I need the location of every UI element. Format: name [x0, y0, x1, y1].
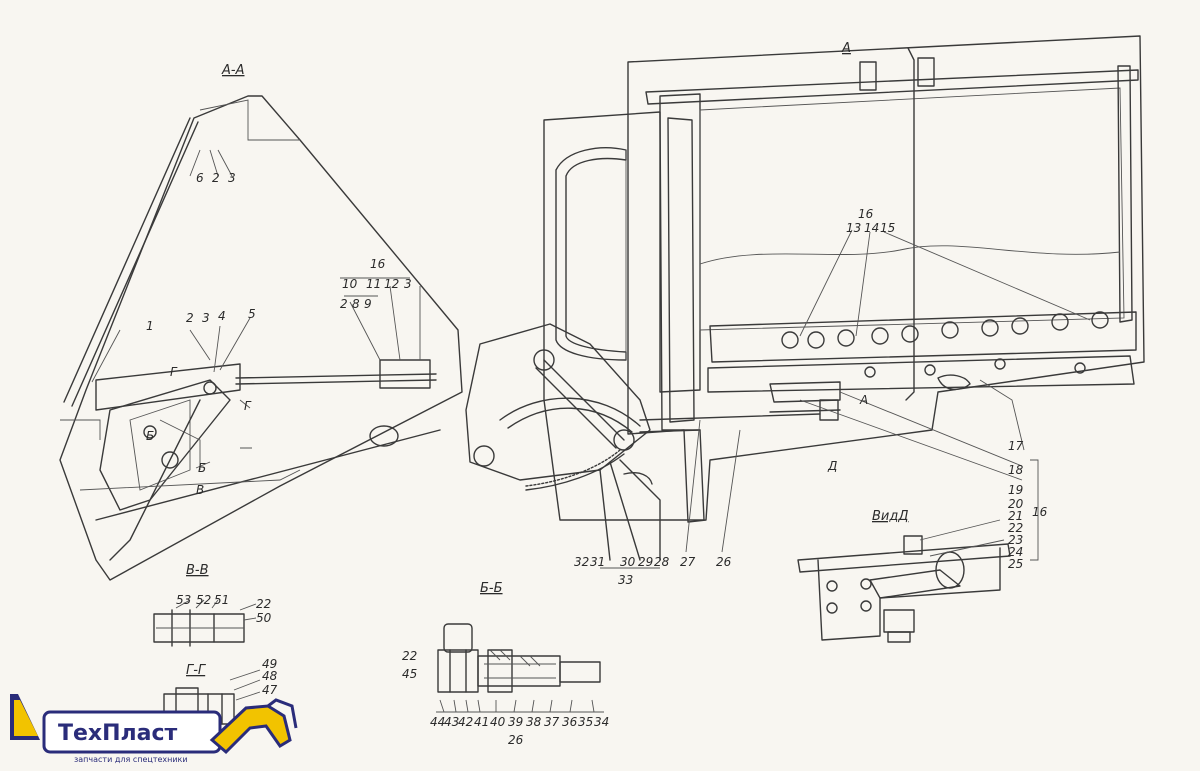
part-label: 15 [880, 221, 895, 235]
techplast-logo: ТехПласт запчасти для спецтехники [10, 694, 298, 764]
part-label: 19 [1008, 483, 1023, 497]
part-label: 26 [716, 555, 732, 569]
section-bb-detail [153, 599, 257, 647]
part-label: 51 [214, 593, 229, 607]
part-label: 39 [508, 715, 523, 729]
part-label: 28 [654, 555, 670, 569]
part-label: 24 [1008, 545, 1023, 559]
section-aa-label: А-А [221, 63, 244, 78]
part-label: 50 [256, 611, 272, 625]
part-label: 16 [370, 257, 386, 271]
part-label: 32 [574, 555, 589, 569]
part-label: 29 [638, 555, 653, 569]
part-label: 27 [680, 555, 696, 569]
part-label: 30 [620, 555, 636, 569]
part-label: 11 [366, 277, 381, 291]
loader-arm-icon [209, 704, 292, 755]
part-label: 21 [1008, 509, 1023, 523]
part-label: 53 [176, 593, 191, 607]
part-label: 18 [1008, 463, 1024, 477]
part-label: 14 [864, 221, 879, 235]
part-label: 49 [262, 657, 277, 671]
section-vv-joint [436, 623, 604, 713]
part-label: 45 [402, 667, 417, 681]
part-label: 22 [402, 649, 417, 663]
part-label: 37 [544, 715, 560, 729]
cab-view-a [543, 35, 1145, 523]
part-label: 3 [404, 277, 412, 291]
section-bb-label: В-В [186, 563, 209, 578]
section-aa-window [59, 95, 463, 581]
part-label: 22 [1008, 521, 1023, 535]
part-label: 13 [846, 221, 861, 235]
part-number-labels: 1 2 3 4 5 6 2 3 16 10 11 12 3 2 8 9 Г Г … [146, 171, 1048, 747]
part-label: 10 [342, 277, 358, 291]
view-d-bracket [797, 519, 1011, 643]
part-label: 25 [1008, 557, 1023, 571]
part-label: 52 [196, 593, 211, 607]
part-label: Б [146, 429, 154, 443]
part-label: 40 [490, 715, 506, 729]
leader-lines [340, 229, 1091, 569]
d-marker: Д [827, 459, 837, 473]
part-label: 17 [1008, 439, 1024, 453]
part-label: 2 [186, 311, 194, 325]
part-label: 3 [202, 311, 210, 325]
part-label: 3 [228, 171, 236, 185]
part-label: 41 [474, 715, 489, 729]
part-label: 2 [340, 297, 348, 311]
part-label: 36 [562, 715, 578, 729]
part-label: 16 [1032, 505, 1048, 519]
part-label: В [196, 483, 204, 497]
part-label: 6 [196, 171, 204, 185]
part-label: 35 [578, 715, 593, 729]
part-label: Б [198, 461, 206, 475]
part-label: 1 [146, 319, 154, 333]
part-label: А [859, 393, 868, 407]
part-label: 4 [218, 309, 226, 323]
part-label: 8 [352, 297, 360, 311]
part-label: 44 [430, 715, 445, 729]
part-label: 33 [618, 573, 633, 587]
part-label: 20 [1008, 497, 1024, 511]
part-label: 31 [590, 555, 605, 569]
part-label: 34 [594, 715, 609, 729]
part-label: 26 [508, 733, 524, 747]
part-label: 43 [444, 715, 459, 729]
section-vv-label: Б-Б [480, 581, 503, 596]
section-gg-label: Г-Г [186, 663, 207, 678]
part-label: 22 [256, 597, 271, 611]
view-a-label: А [841, 41, 851, 56]
logo-tagline: запчасти для спецтехники [74, 755, 188, 764]
sector-gear-mechanism [465, 323, 701, 561]
view-d-label: ВидД [872, 509, 909, 524]
part-label: 2 [212, 171, 220, 185]
part-label: 12 [384, 277, 399, 291]
logo-name: ТехПласт [58, 721, 178, 746]
rail-fasteners [781, 311, 1109, 378]
part-label: 48 [262, 669, 278, 683]
part-label: Г [244, 399, 252, 413]
part-label: 38 [526, 715, 542, 729]
part-label: 5 [248, 307, 256, 321]
part-label: 23 [1008, 533, 1023, 547]
part-label: 42 [458, 715, 473, 729]
part-label: Г [170, 365, 178, 379]
part-label: 9 [364, 297, 372, 311]
part-label: 16 [858, 207, 874, 221]
part-label: 47 [262, 683, 278, 697]
